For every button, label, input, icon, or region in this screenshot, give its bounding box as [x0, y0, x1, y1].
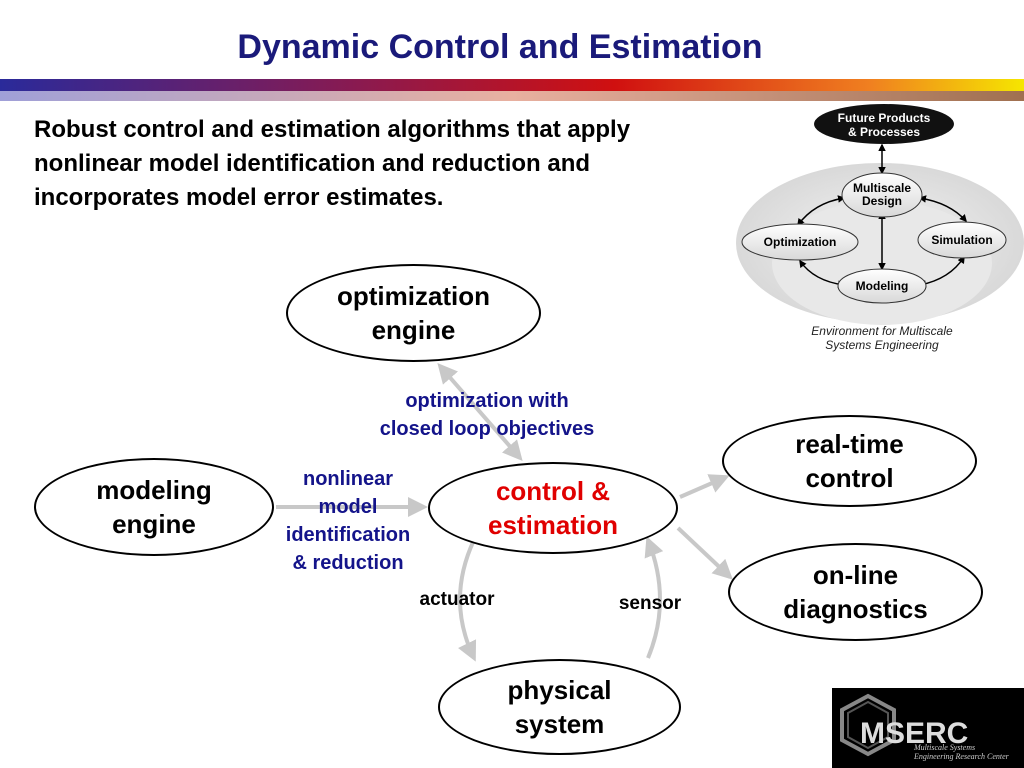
env-simulation-node [917, 221, 1007, 259]
real-time-control-node: real-time control [722, 415, 977, 507]
actuator-label: actuator [419, 589, 495, 610]
control-estimation-node: control & estimation [428, 462, 678, 554]
logo-line2: Engineering Research Center [913, 752, 1010, 761]
optimization-engine-node: optimization engine [286, 264, 541, 362]
title-gradient-bar [0, 79, 1024, 101]
mserc-logo: MSERC Multiscale Systems Engineering Res… [832, 688, 1024, 768]
env-caption-line1: Environment for Multiscale [811, 324, 953, 338]
arrow-actuator [458, 539, 477, 662]
arrow-control-to-diagnostics [676, 526, 733, 580]
env-optimization-node [741, 223, 859, 261]
env-multiscale-design-node [841, 172, 923, 218]
environment-diagram: Future Products & Processes Multiscale D… [736, 104, 1024, 352]
modeling-engine-node: modeling engine [34, 458, 274, 556]
page-title: Dynamic Control and Estimation [237, 28, 763, 66]
sensor-label: sensor [618, 593, 682, 614]
arrow-control-to-realtime [679, 474, 730, 499]
online-diagnostics-node: on-line diagnostics [728, 543, 983, 641]
nonlinear-model-label: nonlinear model identification & reducti… [285, 468, 411, 574]
logo-mark-text: MSERC [860, 717, 968, 750]
env-future-products-node [814, 104, 954, 144]
env-multiscale-text: Multiscale [853, 181, 911, 195]
intro-text: Robust control and estimation algorithms… [34, 116, 631, 211]
env-caption-line2: Systems Engineering [825, 338, 939, 352]
env-optimization-text: Optimization [764, 235, 837, 249]
env-design-text: Design [862, 194, 902, 208]
env-modeling-node [837, 268, 927, 304]
logo-line1: Multiscale Systems [913, 743, 975, 752]
arrow-control-to-optimization [437, 362, 523, 462]
optimization-with-label: optimization with closed loop objectives [379, 390, 595, 440]
arrow-sensor [644, 536, 664, 659]
env-modeling-text: Modeling [856, 279, 909, 293]
env-processes-text: & Processes [848, 125, 920, 139]
env-future-products-text: Future Products [838, 111, 931, 125]
env-simulation-text: Simulation [931, 233, 992, 247]
physical-system-node: physical system [438, 659, 681, 755]
